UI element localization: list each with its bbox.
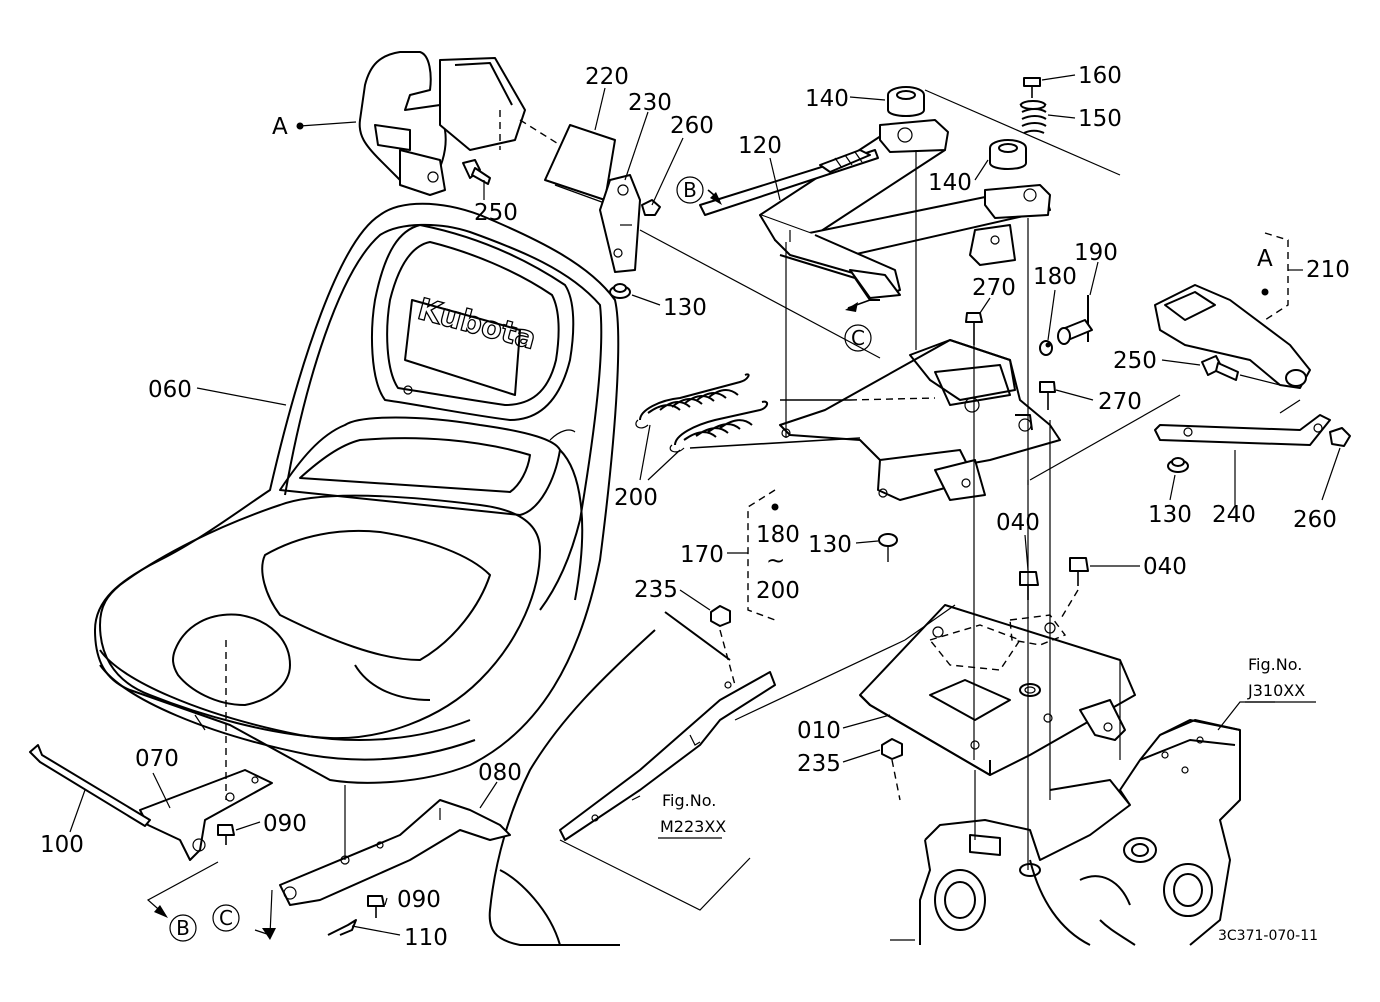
ref-marker-a-left: A — [272, 114, 288, 140]
callout-120: 120 — [738, 133, 782, 159]
ref-marker-b-top: B — [683, 178, 697, 202]
leader-lines — [69, 74, 1341, 936]
callout-180-range: 180 — [756, 522, 800, 548]
arrow-b-top — [710, 192, 722, 205]
callout-130-right: 130 — [1148, 502, 1192, 528]
ref-circle-b-bottom — [169, 914, 197, 942]
base-plate-010 — [859, 604, 1136, 776]
nut-260-right — [1329, 427, 1351, 447]
pivot-bracket-070 — [139, 769, 273, 861]
callout-200-main: 200 — [614, 485, 658, 511]
callout-270-top: 270 — [972, 275, 1016, 301]
callout-180-right: 180 — [1033, 264, 1077, 290]
bolt-250 — [462, 159, 491, 185]
drawing-code: 3C371-070-11 — [1218, 928, 1318, 944]
bracket-230 — [599, 174, 641, 273]
transmission-housing — [890, 719, 1241, 946]
nut-260-top — [641, 199, 661, 216]
fig-ref-m-label: Fig.No. — [662, 791, 716, 810]
callout-260-top: 260 — [670, 113, 714, 139]
callout-170: 170 — [680, 542, 724, 568]
callout-250-left: 250 — [474, 200, 518, 226]
fender-cover — [488, 611, 776, 946]
cotter-pin-110 — [327, 919, 357, 936]
callout-range-tilde: ~ — [766, 548, 785, 574]
nut-235-top — [710, 605, 731, 627]
bolt-160 — [1023, 77, 1041, 98]
bolt-270-right — [1039, 381, 1056, 410]
callout-240: 240 — [1212, 502, 1256, 528]
callout-260-right: 260 — [1293, 507, 1337, 533]
callout-220: 220 — [585, 64, 629, 90]
marker-dot-180 — [1045, 342, 1051, 348]
callout-230: 230 — [628, 90, 672, 116]
fig-ref-j-label: Fig.No. — [1248, 655, 1302, 674]
bracket-080 — [279, 799, 511, 906]
bolt-090-left — [217, 824, 235, 845]
callout-130-mid: 130 — [808, 532, 852, 558]
fig-ref-j-code: J310XX — [1247, 681, 1305, 700]
bolt-250-right — [1201, 355, 1239, 381]
washer-180 — [1039, 340, 1053, 356]
marker-dot-a-right — [1261, 288, 1269, 296]
ref-marker-a-right: A — [1257, 246, 1273, 272]
bolt-040-right — [1069, 557, 1089, 586]
callout-110: 110 — [404, 925, 448, 951]
bracket-240 — [1154, 414, 1331, 446]
tension-springs-200 — [635, 373, 768, 453]
seat-belt-retractor — [358, 51, 601, 196]
callout-250-right: 250 — [1113, 348, 1157, 374]
nut-235-bottom — [881, 738, 903, 760]
callout-235-bottom: 235 — [797, 751, 841, 777]
slide-rail-assembly — [699, 119, 1051, 301]
ref-circle-c-bottom — [212, 904, 240, 932]
roller-140-right — [989, 139, 1027, 170]
callout-130-top: 130 — [663, 295, 707, 321]
arrow-c-top — [845, 302, 858, 312]
nut-130-top — [609, 283, 631, 299]
ref-marker-b-bottom: B — [176, 916, 190, 940]
bolt-090-right — [367, 895, 385, 918]
arrow-c-bottom — [262, 928, 276, 940]
callout-210: 210 — [1306, 257, 1350, 283]
callout-190: 190 — [1074, 240, 1118, 266]
callout-010: 010 — [797, 718, 841, 744]
roller-140-left — [887, 86, 925, 117]
seat-belt-buckle — [1154, 284, 1311, 389]
callout-070: 070 — [135, 746, 179, 772]
callout-100: 100 — [40, 832, 84, 858]
callout-040-right: 040 — [1143, 554, 1187, 580]
ref-circle-c-top — [844, 324, 872, 352]
callout-200-range: 200 — [756, 578, 800, 604]
marker-dot-a-left — [296, 122, 304, 130]
arrow-b-bottom — [154, 905, 168, 918]
fig-ref-m-code: M223XX — [660, 817, 726, 836]
callout-090-right: 090 — [397, 887, 441, 913]
callout-090-left: 090 — [263, 811, 307, 837]
callout-040-left: 040 — [996, 510, 1040, 536]
callout-270-right: 270 — [1098, 389, 1142, 415]
callout-160: 160 — [1078, 63, 1122, 89]
pin-100 — [29, 744, 151, 827]
cover-plate-220 — [544, 124, 616, 206]
seat: Kubota — [94, 202, 620, 784]
marker-dot-170 — [771, 503, 779, 511]
callout-150: 150 — [1078, 106, 1122, 132]
ref-marker-c-top: C — [851, 326, 865, 350]
ref-circle-b-top — [676, 176, 704, 204]
callout-060: 060 — [148, 377, 192, 403]
callout-140-right: 140 — [928, 170, 972, 196]
nut-130-right — [1167, 457, 1189, 473]
callout-140-left: 140 — [805, 86, 849, 112]
callout-235-top: 235 — [634, 577, 678, 603]
bolt-270-top — [965, 312, 983, 345]
spring-150 — [1019, 100, 1047, 134]
bolt-040-left — [1019, 571, 1039, 600]
callout-080: 080 — [478, 760, 522, 786]
ref-marker-c-bottom: C — [219, 906, 233, 930]
suspension-frame — [779, 339, 1061, 501]
pin-190 — [1057, 295, 1093, 345]
